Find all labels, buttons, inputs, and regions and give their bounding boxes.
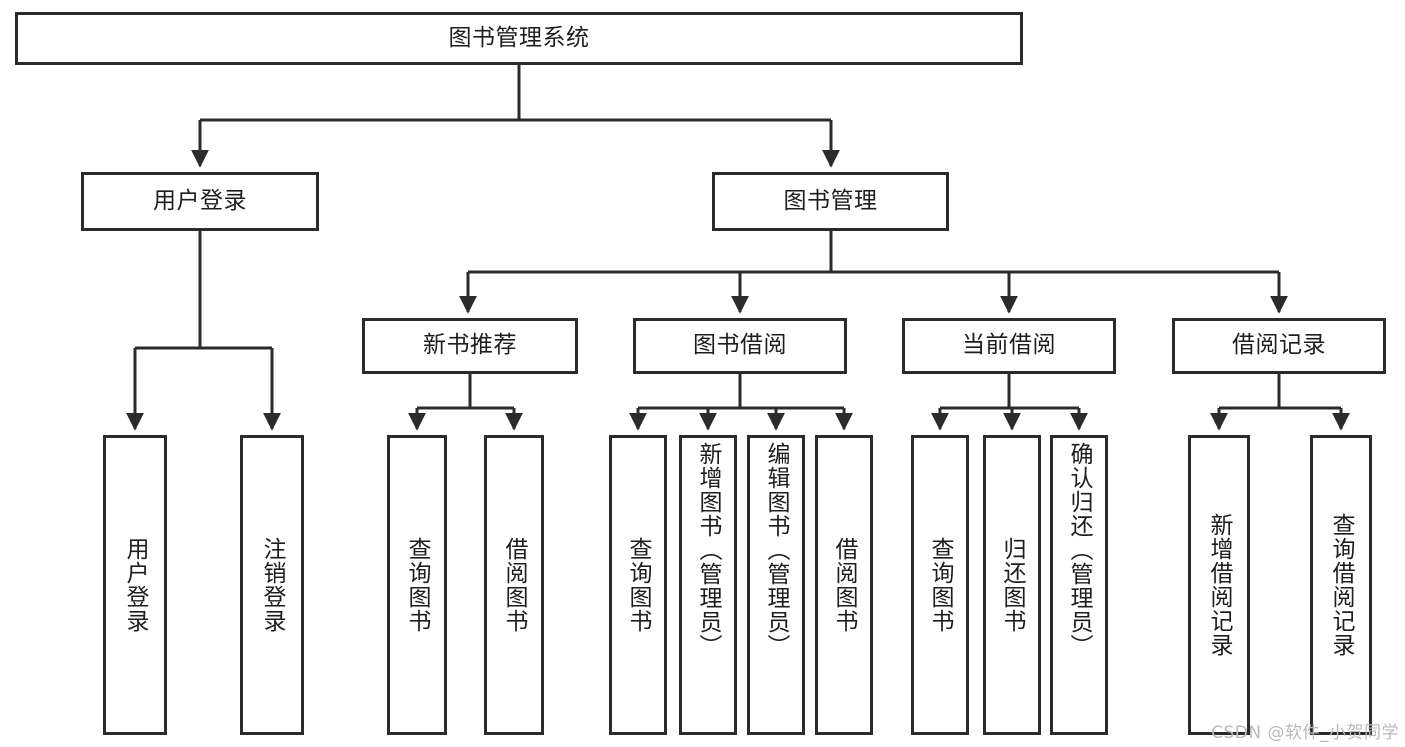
node-current-borrow[interactable]: 当前借阅 [902, 318, 1116, 374]
node-label: 图书管理系统 [448, 24, 590, 51]
node-label: 新书推荐 [423, 332, 517, 359]
leaf-user-logout[interactable]: 注销登录 [240, 435, 304, 735]
watermark: CSDN @软件_小贺同学 [1211, 723, 1399, 743]
node-book-management[interactable]: 图书管理 [712, 172, 949, 231]
node-label: 当前借阅 [962, 332, 1056, 359]
node-label: 归还图书 [999, 537, 1026, 633]
node-user-login[interactable]: 用户登录 [81, 172, 319, 231]
node-label: 用户登录 [153, 187, 247, 214]
node-label: 图书管理 [783, 187, 878, 214]
node-book-borrow[interactable]: 图书借阅 [633, 318, 847, 374]
node-label: 借阅记录 [1232, 332, 1326, 359]
node-label: 新增借阅记录 [1206, 513, 1233, 657]
leaf-confirm-return-admin[interactable]: 确认归还（管理员） [1050, 435, 1108, 735]
leaf-lend-book[interactable]: 借阅图书 [815, 435, 873, 735]
node-label: 确认归还（管理员） [1066, 442, 1093, 658]
leaf-query-borrow-record[interactable]: 查询借阅记录 [1310, 435, 1372, 735]
node-label: 图书借阅 [693, 332, 787, 359]
node-new-book-recommend[interactable]: 新书推荐 [362, 318, 578, 374]
node-label: 借阅图书 [501, 537, 528, 633]
leaf-add-book-admin[interactable]: 新增图书（管理员） [679, 435, 737, 735]
node-label: 用户登录 [122, 537, 149, 633]
node-label: 借阅图书 [831, 537, 858, 633]
node-label: 查询图书 [625, 537, 652, 633]
node-label: 查询图书 [404, 537, 431, 633]
leaf-user-login[interactable]: 用户登录 [103, 435, 167, 735]
node-label: 编辑图书（管理员） [763, 442, 790, 658]
node-label: 查询图书 [927, 537, 954, 633]
leaf-query-books-current[interactable]: 查询图书 [911, 435, 969, 735]
leaf-query-books-new[interactable]: 查询图书 [387, 435, 447, 735]
leaf-return-book[interactable]: 归还图书 [983, 435, 1041, 735]
node-root[interactable]: 图书管理系统 [15, 12, 1023, 65]
node-borrow-records[interactable]: 借阅记录 [1172, 318, 1386, 374]
leaf-borrow-books-new[interactable]: 借阅图书 [484, 435, 544, 735]
node-label: 注销登录 [259, 537, 286, 633]
node-label: 新增图书（管理员） [695, 442, 722, 658]
leaf-edit-book-admin[interactable]: 编辑图书（管理员） [747, 435, 805, 735]
leaf-query-books-borrow[interactable]: 查询图书 [609, 435, 667, 735]
node-label: 查询借阅记录 [1328, 513, 1355, 657]
leaf-add-borrow-record[interactable]: 新增借阅记录 [1188, 435, 1250, 735]
